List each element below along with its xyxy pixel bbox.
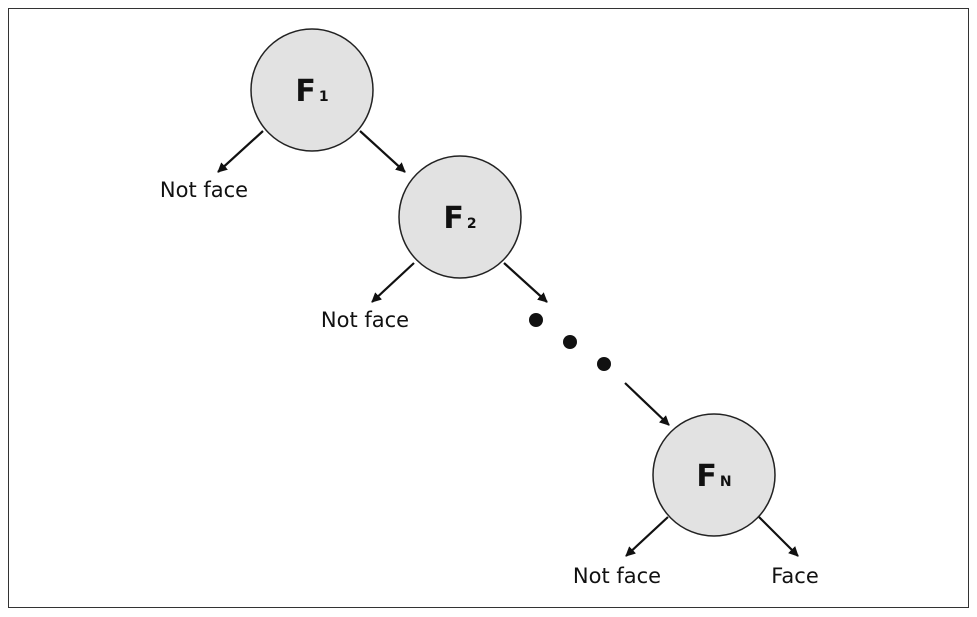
outcome-label-accept: Face: [771, 564, 819, 588]
arrow-f1-reject: [217, 130, 264, 173]
arrow-f2-continue: [503, 262, 548, 303]
outcome-label-reject-2: Not face: [321, 308, 409, 332]
ellipsis-dot: [529, 313, 543, 327]
ellipsis-dots: [529, 313, 611, 371]
outcome-label-reject-n: Not face: [573, 564, 661, 588]
arrow-f2-reject: [371, 262, 415, 303]
arrow-fn-accept: [758, 516, 799, 557]
stage-node-2-circle: [398, 155, 522, 279]
stage-node-1-circle: [250, 28, 374, 152]
stage-node-n-circle: [652, 413, 776, 537]
diagram-frame: [8, 8, 969, 608]
arrow-f1-to-f2: [359, 130, 406, 173]
outcome-label-reject-1: Not face: [160, 178, 248, 202]
stage-node-n-letter: F: [696, 459, 717, 494]
ellipsis-dot: [563, 335, 577, 349]
stage-node-2-subscript: 2: [467, 216, 477, 232]
ellipsis-dot: [597, 357, 611, 371]
stage-node-1-letter: F: [295, 74, 316, 109]
arrow-fn-reject: [625, 516, 669, 557]
arrow-to-fn: [624, 382, 670, 426]
stage-node-1-subscript: 1: [319, 89, 329, 105]
stage-node-n-subscript: N: [720, 474, 732, 490]
stage-node-2-letter: F: [443, 201, 464, 236]
